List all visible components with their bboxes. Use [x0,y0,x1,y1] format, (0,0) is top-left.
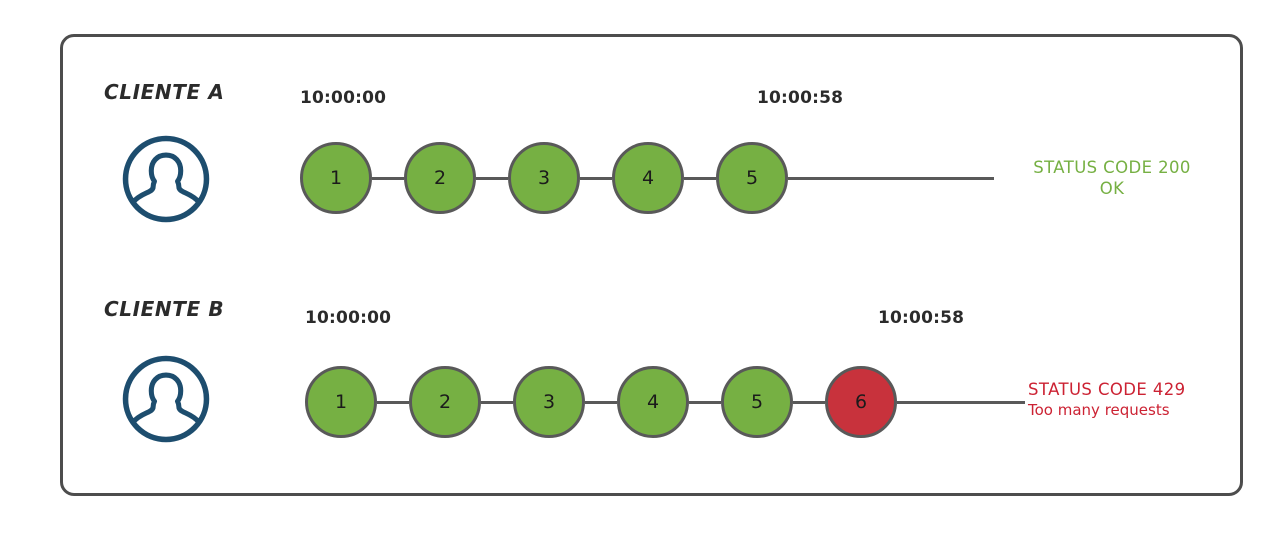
request-node[interactable]: 3 [513,366,585,438]
request-node[interactable]: 1 [300,142,372,214]
request-node-blocked[interactable]: 6 [825,366,897,438]
connector [377,401,409,404]
connector [372,177,404,180]
row-a-status-badge: STATUS CODE 200 OK [1024,158,1200,199]
request-node[interactable]: 3 [508,142,580,214]
row-b-start-timestamp: 10:00:00 [305,308,392,328]
request-node[interactable]: 4 [617,366,689,438]
connector [684,177,716,180]
row-b-status-badge: STATUS CODE 429 Too many requests [1028,380,1228,419]
connector [585,401,617,404]
row-a-end-timestamp: 10:00:58 [757,88,844,108]
user-avatar-icon [120,353,212,445]
request-node[interactable]: 2 [409,366,481,438]
connector [481,401,513,404]
client-a-label: CLIENTE A [104,80,225,104]
connector [476,177,508,180]
request-node[interactable]: 5 [721,366,793,438]
row-b-end-timestamp: 10:00:58 [878,308,965,328]
status-message-text: Too many requests [1028,400,1170,419]
connector-tail [897,401,1025,404]
connector-tail [788,177,994,180]
connector [580,177,612,180]
request-node[interactable]: 1 [305,366,377,438]
status-message-text: OK [1099,178,1125,198]
request-node[interactable]: 4 [612,142,684,214]
client-b-label: CLIENTE B [104,297,225,321]
row-a-start-timestamp: 10:00:00 [300,88,387,108]
connector [689,401,721,404]
connector [793,401,825,404]
status-code-text: STATUS CODE 200 [1033,158,1191,177]
request-node[interactable]: 2 [404,142,476,214]
status-code-text: STATUS CODE 429 [1028,380,1186,399]
user-avatar-icon [120,133,212,225]
request-node[interactable]: 5 [716,142,788,214]
